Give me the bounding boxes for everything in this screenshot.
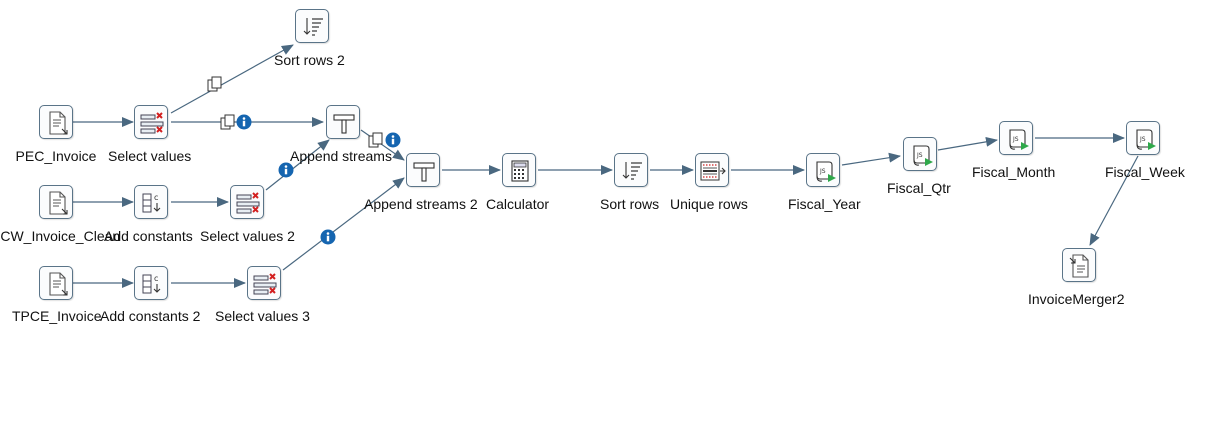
step-select-values-2[interactable] <box>230 185 264 219</box>
copy-rows-icon <box>207 76 222 92</box>
add-constants-icon: c <box>142 274 161 294</box>
hop-fiscalyear-to-qtr[interactable] <box>841 152 901 166</box>
step-select-values[interactable] <box>134 105 168 139</box>
svg-text:JS: JS <box>819 168 826 175</box>
step-fiscal-year[interactable]: JS <box>806 153 840 187</box>
text-file-input-icon <box>49 111 68 135</box>
calculator-icon <box>511 160 529 182</box>
step-fiscal-qtr[interactable]: JS <box>903 137 937 171</box>
step-tpce-invoice[interactable] <box>39 266 73 300</box>
step-label: Fiscal_Week <box>1105 164 1185 180</box>
select-values-icon <box>236 192 260 214</box>
step-label: Select values 3 <box>215 308 310 324</box>
select-values-icon <box>140 112 164 134</box>
javascript-step-icon: JS <box>816 161 836 182</box>
hop-select3-to-append2[interactable] <box>282 177 405 271</box>
svg-text:JS: JS <box>1139 136 1146 143</box>
step-label: Select values 2 <box>200 228 295 244</box>
step-label: InvoiceMerger2 <box>1028 291 1125 307</box>
step-fiscal-week[interactable]: JS <box>1126 121 1160 155</box>
sort-rows-icon <box>303 18 323 36</box>
step-fiscal-month[interactable]: JS <box>999 121 1033 155</box>
step-add-constants-2[interactable]: c <box>134 266 168 300</box>
step-add-constants[interactable]: c <box>134 185 168 219</box>
info-icon[interactable] <box>236 114 252 130</box>
text-file-output-icon <box>1069 254 1089 278</box>
copy-rows-icon <box>368 132 383 148</box>
javascript-step-icon: JS <box>1136 129 1156 150</box>
step-pcw-invoice-clean[interactable] <box>39 185 73 219</box>
step-label: Fiscal_Year <box>788 196 861 212</box>
text-file-input-icon <box>49 191 68 215</box>
info-icon[interactable] <box>320 229 336 245</box>
svg-text:c: c <box>154 193 158 202</box>
step-label: Sort rows 2 <box>274 52 345 68</box>
info-icon[interactable] <box>278 162 294 178</box>
sort-rows-icon <box>622 162 642 180</box>
step-label: Add constants 2 <box>100 308 201 324</box>
text-file-input-icon <box>49 272 68 296</box>
step-label: Append streams <box>290 148 392 164</box>
step-label: Fiscal_Qtr <box>887 180 951 196</box>
step-label: Fiscal_Month <box>972 164 1056 180</box>
hop-append-to-append2[interactable] <box>360 129 405 161</box>
step-label: Calculator <box>486 196 550 212</box>
step-invoice-merger2[interactable] <box>1062 248 1096 282</box>
step-select-values-3[interactable] <box>247 266 281 300</box>
hop-week-to-merger[interactable] <box>1089 155 1139 246</box>
svg-text:c: c <box>154 274 158 283</box>
hop-select2-to-append[interactable] <box>265 139 330 191</box>
step-unique-rows[interactable] <box>695 153 729 187</box>
step-label: PCW_Invoice_Clean <box>0 228 121 244</box>
step-label: Sort rows <box>600 196 660 212</box>
hop-qtr-to-month[interactable] <box>937 136 998 151</box>
javascript-step-icon: JS <box>913 145 933 166</box>
step-pec-invoice[interactable] <box>39 105 73 139</box>
step-label: Unique rows <box>670 196 748 212</box>
add-constants-icon: c <box>142 193 161 213</box>
step-label: PEC_Invoice <box>15 148 97 164</box>
javascript-step-icon: JS <box>1009 129 1029 150</box>
step-label: Append streams 2 <box>364 196 478 212</box>
step-label: Select values <box>108 148 192 164</box>
info-icon[interactable] <box>385 132 401 148</box>
step-append-streams-2[interactable] <box>406 153 440 187</box>
step-sort-rows[interactable] <box>614 153 648 187</box>
hop-select-to-sortrows2[interactable] <box>170 44 294 114</box>
step-append-streams[interactable] <box>326 105 360 139</box>
unique-rows-icon <box>700 161 726 181</box>
svg-text:JS: JS <box>916 152 923 159</box>
step-sort-rows-2[interactable] <box>295 9 329 43</box>
copy-rows-icon <box>220 114 235 130</box>
select-values-icon <box>253 273 277 295</box>
step-label: TPCE_Invoice <box>12 308 102 324</box>
step-label: Add constants <box>104 228 193 244</box>
append-streams-icon <box>413 162 435 182</box>
svg-text:JS: JS <box>1012 136 1019 143</box>
append-streams-icon <box>333 114 355 134</box>
step-calculator[interactable] <box>502 153 536 187</box>
